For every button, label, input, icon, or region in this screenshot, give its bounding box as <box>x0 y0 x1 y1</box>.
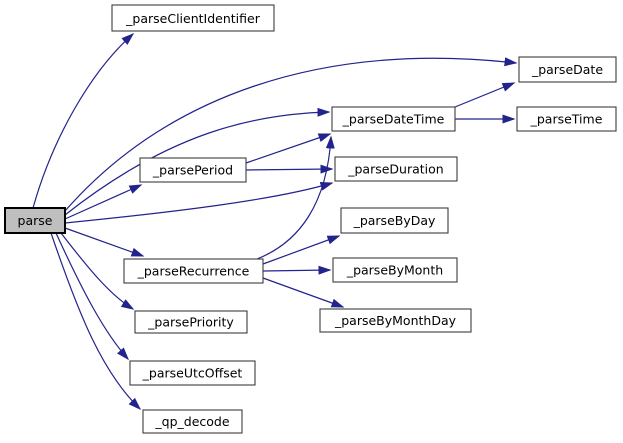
edge-parse-to-parseClientIdentifier <box>32 33 135 209</box>
node-label: _parseDuration <box>347 162 443 177</box>
node-box <box>331 106 456 132</box>
node-box <box>332 257 458 283</box>
node-parse-time[interactable]: _parseTime <box>516 106 617 132</box>
node-box <box>134 310 248 334</box>
edge-parsePeriod-to-parseDuration <box>245 164 334 174</box>
edge-parse-to-parseDateTime <box>64 107 331 216</box>
node-parse-date-time[interactable]: _parseDateTime <box>331 106 456 132</box>
node-parse-duration[interactable]: _parseDuration <box>334 156 458 182</box>
node-box <box>334 156 458 182</box>
node-box <box>123 258 264 284</box>
node-parse-client-identifier[interactable]: _parseClientIdentifier <box>111 4 275 32</box>
edge-parse-to-parsePeriod <box>64 184 143 220</box>
node-box <box>129 360 256 386</box>
node-label: _parseDate <box>531 62 603 77</box>
node-label: _parseRecurrence <box>137 264 250 279</box>
edge-parseRecurrence-to-parseByMonthDay <box>262 277 345 308</box>
edge-parse-to-parseDuration <box>64 181 334 224</box>
node-parse-period[interactable]: _parsePeriod <box>139 157 247 183</box>
node-parse-priority[interactable]: _parsePriority <box>134 310 248 334</box>
node-qp-decode[interactable]: _qp_decode <box>142 409 243 434</box>
node-box <box>139 157 247 183</box>
node-parse-by-month[interactable]: _parseByMonth <box>332 257 458 283</box>
node-box <box>142 409 243 434</box>
node-label: _parsePriority <box>147 315 234 330</box>
edge-parseRecurrence-to-parseDateTime <box>256 135 335 260</box>
node-parse-recurrence[interactable]: _parseRecurrence <box>123 258 264 284</box>
node-label: _parseByMonthDay <box>334 313 457 328</box>
edge-parseRecurrence-to-parseByDay <box>262 235 341 265</box>
node-label: _parseByDay <box>353 213 436 228</box>
node-box <box>516 106 617 132</box>
node-parse-utc-offset[interactable]: _parseUtcOffset <box>129 360 256 386</box>
node-box <box>319 308 472 333</box>
node-parse-by-day[interactable]: _parseByDay <box>340 207 449 234</box>
node-box <box>4 207 66 234</box>
node-label: _parseByMonth <box>346 263 443 278</box>
node-parse-date[interactable]: _parseDate <box>518 56 617 83</box>
edge-layer <box>32 33 518 411</box>
node-parse-by-month-day[interactable]: _parseByMonthDay <box>319 308 472 333</box>
node-parse[interactable]: parse <box>4 207 66 234</box>
edge-parsePeriod-to-parseDateTime <box>245 133 332 164</box>
node-label: _parseUtcOffset <box>142 366 243 381</box>
node-label: _parseClientIdentifier <box>125 11 261 26</box>
node-label: parse <box>18 213 53 228</box>
node-layer: _parseClientIdentifier _parseDate _parse… <box>4 4 617 434</box>
node-label: _parseDateTime <box>342 112 445 127</box>
edge-parse-to-parseRecurrence <box>64 227 145 257</box>
edge-parse-to-parseDate <box>64 57 518 212</box>
node-label: _parseTime <box>530 112 603 127</box>
edge-parseDateTime-to-parseDate <box>454 82 516 108</box>
node-label: _qp_decode <box>154 414 229 429</box>
edge-parse-to-parsePriority <box>60 232 135 310</box>
node-box <box>111 4 275 32</box>
node-box <box>340 207 449 234</box>
node-box <box>518 56 617 83</box>
edge-parse-to-parseUtcOffset <box>55 232 129 361</box>
edge-parseRecurrence-to-parseByMonth <box>262 265 332 275</box>
node-label: _parsePeriod <box>152 163 233 178</box>
edge-parse-to-qpDecode <box>50 232 142 411</box>
